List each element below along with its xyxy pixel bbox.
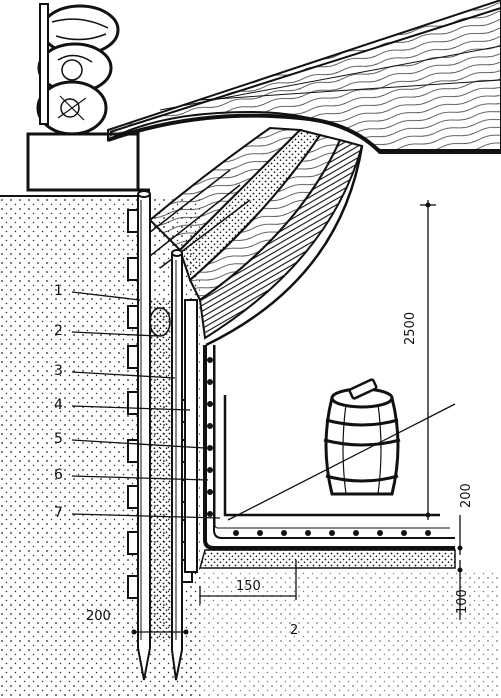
ceiling-insulation [139, 126, 364, 347]
dim-wall-gap: 150 [236, 579, 261, 594]
callout-2: 2 [54, 323, 63, 339]
callout-3: 3 [54, 363, 63, 379]
outer-boards [127, 209, 139, 599]
callout-6: 6 [54, 467, 63, 483]
upper-floor [107, 0, 501, 151]
callout-7: 7 [54, 505, 63, 521]
ground-under-floor [180, 570, 501, 698]
sill-beam [26, 132, 140, 192]
callout-4: 4 [54, 397, 63, 413]
dim-cellar-height: 2500 [403, 311, 418, 345]
floor-slab [199, 549, 456, 569]
inner-post [184, 299, 198, 573]
sand-fill [150, 300, 172, 640]
waterproof-layer [203, 345, 455, 550]
dim-outer-wall: 200 [86, 609, 111, 624]
callout-1: 1 [54, 283, 63, 299]
leader-lines [71, 291, 456, 600]
callout-5: 5 [54, 431, 63, 447]
floor-callout-2: 2 [290, 623, 299, 638]
wall-stakes [137, 190, 183, 681]
barrel [323, 378, 401, 496]
dim-base-layer: 100 [455, 589, 470, 614]
dim-floor-layer: 200 [459, 483, 474, 508]
log-wall [36, 3, 120, 136]
